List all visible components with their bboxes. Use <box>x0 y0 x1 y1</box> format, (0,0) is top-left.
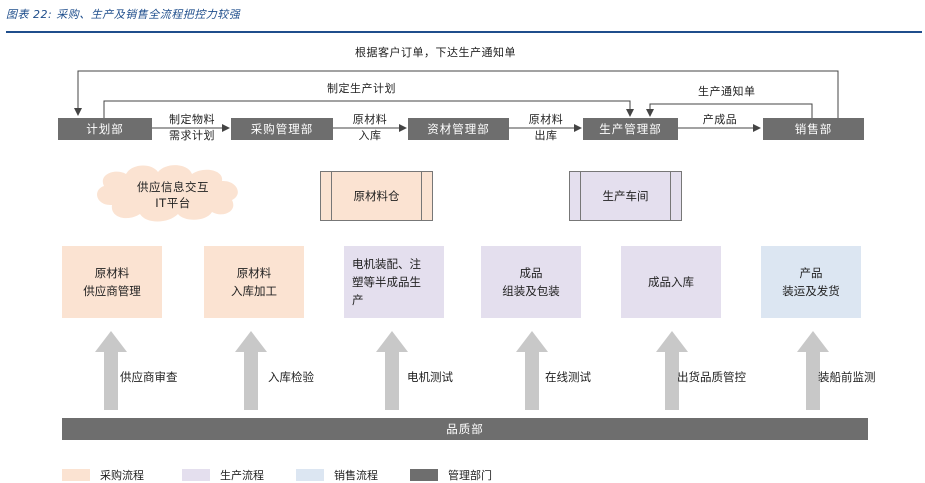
stage-line: 塑等半成品生 <box>352 275 421 289</box>
check-arrow-4 <box>516 331 548 410</box>
stage-inbound-processing: 原材料入库加工 <box>204 246 304 318</box>
dept-planning: 计划部 <box>58 118 152 140</box>
check-arrow-2 <box>235 331 267 410</box>
stage-line: 产 <box>352 293 364 307</box>
check-preship-monitoring: 装船前监测 <box>818 370 876 384</box>
flow-label-inbound: 原材料 入库 <box>337 112 403 144</box>
plan-loop-label: 制定生产计划 <box>327 82 396 95</box>
stage-finished-inbound: 成品入库 <box>621 246 721 318</box>
stage-line: 供应商管理 <box>83 284 141 298</box>
inspection-arrows <box>95 331 829 410</box>
stage-line: 产品 <box>799 266 823 280</box>
check-supplier-review: 供应商审查 <box>120 370 178 384</box>
stage-line: 原材料 <box>94 266 130 280</box>
flow-label-finished: 产成品 <box>702 113 738 126</box>
stage-motor-assembly: 电机装配、注塑等半成品生产 <box>344 246 444 318</box>
dept-sales: 销售部 <box>763 118 864 140</box>
flow-label-line: 入库 <box>358 129 382 142</box>
dept-purchasing: 采购管理部 <box>231 118 333 140</box>
order-loop-arrow <box>74 70 839 118</box>
legend-swatch-production <box>182 469 210 481</box>
flow-label-line: 原材料 <box>528 113 564 126</box>
it-platform-cloud <box>97 165 238 222</box>
check-shipment-quality: 出货品质管控 <box>677 370 746 384</box>
caption-divider <box>6 31 922 33</box>
cloud-line: 供应信息交互 <box>137 180 209 194</box>
flow-label-material-plan: 制定物料 需求计划 <box>158 112 226 144</box>
legend-swatch-management <box>410 469 438 481</box>
legend-swatch-sales <box>296 469 324 481</box>
legend-label-purchase: 采购流程 <box>100 469 144 482</box>
check-arrow-6 <box>797 331 829 410</box>
stage-assembly-packaging: 成品组装及包装 <box>481 246 581 318</box>
legend-label-sales: 销售流程 <box>334 469 378 482</box>
cloud-line: IT平台 <box>155 196 191 210</box>
legend-label-production: 生产流程 <box>220 469 264 482</box>
dept-production: 生产管理部 <box>583 118 678 140</box>
raw-material-warehouse: 原材料仓 <box>320 171 433 221</box>
qa-department-bar: 品质部 <box>62 418 868 440</box>
order-loop-label: 根据客户订单，下达生产通知单 <box>355 46 516 59</box>
check-arrow-1 <box>95 331 127 410</box>
check-inbound-inspection: 入库检验 <box>268 370 314 384</box>
stage-shipping: 产品装运及发货 <box>761 246 861 318</box>
stage-line: 成品 <box>519 266 543 280</box>
flow-label-line: 出库 <box>534 129 558 142</box>
dept-materials: 资材管理部 <box>408 118 509 140</box>
notice-loop-arrow <box>646 103 813 118</box>
stage-supplier-management: 原材料供应商管理 <box>62 246 162 318</box>
stage-line: 电机装配、注 <box>352 257 421 271</box>
flow-label-line: 制定物料 <box>169 113 215 126</box>
stage-line: 装运及发货 <box>782 284 840 298</box>
stage-line: 入库加工 <box>231 284 277 298</box>
flow-label-line: 需求计划 <box>169 129 215 142</box>
plan-loop-arrow <box>103 100 634 118</box>
check-arrow-5 <box>656 331 688 410</box>
stage-line: 成品入库 <box>648 275 694 289</box>
legend-label-management: 管理部门 <box>448 469 492 482</box>
legend-swatch-purchase <box>62 469 90 481</box>
stage-line: 原材料 <box>236 266 272 280</box>
check-motor-test: 电机测试 <box>407 370 453 384</box>
production-workshop: 生产车间 <box>569 171 682 221</box>
stage-line: 组装及包装 <box>502 284 560 298</box>
check-online-test: 在线测试 <box>545 370 591 384</box>
flow-label-outbound: 原材料 出库 <box>513 112 579 144</box>
check-arrow-3 <box>376 331 408 410</box>
notice-loop-label: 生产通知单 <box>698 85 756 98</box>
flow-label-line: 原材料 <box>352 113 388 126</box>
it-platform-label: 供应信息交互 IT平台 <box>118 179 228 211</box>
figure-caption: 图表 22: 采购、生产及销售全流程把控力较强 <box>6 8 241 21</box>
